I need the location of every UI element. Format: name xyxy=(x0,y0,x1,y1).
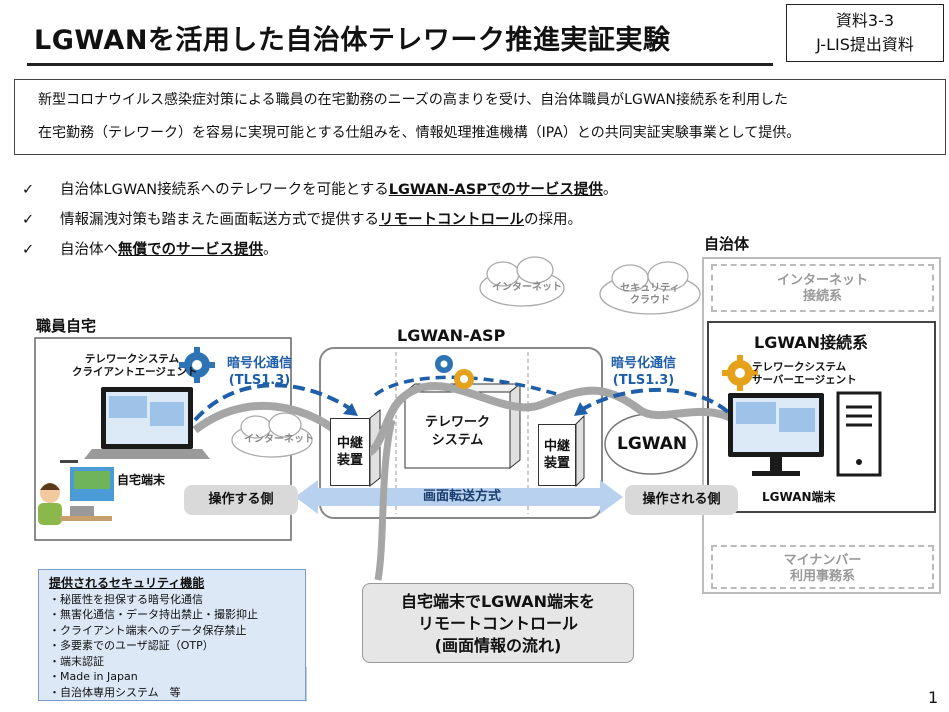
home-terminal-label: 自宅端末 xyxy=(117,473,166,487)
summary-line-1: 新型コロナウイルス感染症対策による職員の在宅勤務のニーズの高まりを受け、自治体職… xyxy=(38,92,788,108)
operated-side-pill: 操作される側 xyxy=(625,485,738,515)
relay-text: 中継 xyxy=(336,436,363,451)
bullet-text: 自治体LGWAN接続系へのテレワークを可能とする xyxy=(60,182,389,198)
callout-line: 自宅端末でLGWAN端末を xyxy=(400,592,596,611)
gear-icon xyxy=(435,355,453,373)
municipality-box xyxy=(702,257,941,594)
title-underline xyxy=(27,63,773,66)
bullet-text-end: の採用。 xyxy=(524,212,582,228)
mynumber-segment-box: マイナンバー 利用事務系 xyxy=(711,545,934,589)
lgwan-segment-box xyxy=(707,321,936,513)
asp-box xyxy=(319,347,603,519)
segment-text: 利用事務系 xyxy=(789,569,855,584)
laptop-icon xyxy=(84,387,210,459)
lgwan-terminal-label: LGWAN端末 xyxy=(762,490,836,504)
doc-tag-number: 資料3-3 xyxy=(835,11,895,30)
bullet-item: ✓ 自治体へ無償でのサービス提供。 xyxy=(22,238,278,259)
asp-label: LGWAN-ASP xyxy=(397,326,506,345)
encryption-text: 暗号化通信 xyxy=(227,356,293,371)
screen-transfer-arrow xyxy=(295,480,623,514)
cloud-internet-left xyxy=(231,412,313,458)
municipality-label: 自治体 xyxy=(704,235,750,253)
check-icon: ✓ xyxy=(22,242,35,258)
bullet-item: ✓ 情報漏洩対策も踏まえた画面転送方式で提供するリモートコントロールの採用。 xyxy=(22,208,582,229)
telework-system-label: テレワーク システム xyxy=(405,414,510,450)
document-tag: 資料3-3 J-LIS提出資料 xyxy=(786,4,944,62)
encryption-text: 暗号化通信 xyxy=(611,356,677,371)
internet-segment-box: インターネット 接続系 xyxy=(711,264,934,312)
segment-text: インターネット xyxy=(776,273,868,288)
security-feature-item: ・端末認証 xyxy=(49,654,104,668)
callout-line: リモートコントロール xyxy=(417,614,578,633)
desktop-pc-icon xyxy=(728,391,882,477)
bullet-emphasis: リモートコントロール xyxy=(379,212,524,228)
security-feature-item: ・無害化通信・データ持出禁止・撮影抑止 xyxy=(49,608,258,621)
bullet-text: 自治体へ xyxy=(60,242,118,258)
relay-right-side xyxy=(575,414,585,488)
tls-version: (TLS1.3) xyxy=(612,373,675,388)
gear-icon xyxy=(454,369,474,389)
bullet-emphasis: 無償でのサービス提供 xyxy=(118,242,263,258)
check-icon: ✓ xyxy=(22,182,35,198)
bullet-text-end: 。 xyxy=(263,242,278,258)
internet-cloud-left-label: インターネット xyxy=(244,434,314,445)
gear-icon xyxy=(179,347,215,383)
lgwan-network-label: LGWAN xyxy=(617,434,688,454)
server-agent-label: テレワークシステム サーバーエージェント xyxy=(752,361,857,386)
security-cloud-label: セキュリティ クラウド xyxy=(620,283,680,306)
summary-line-2: 在宅勤務（テレワーク）を容易に実現可能とする仕組みを、情報処理推進機構（IPA）… xyxy=(38,125,801,141)
security-features-box: 提供されるセキュリティ機能 ・秘匿性を担保する暗号化通信 ・無害化通信・データ持… xyxy=(38,569,306,701)
encrypted-arrow-center xyxy=(373,375,561,397)
segment-text: 接続系 xyxy=(802,289,842,304)
encryption-label-right: 暗号化通信 (TLS1.3) xyxy=(611,355,676,389)
relay-text: 中継 xyxy=(543,439,570,454)
relay-device-right: 中継 装置 xyxy=(538,424,576,486)
security-feature-item: ・秘匿性を担保する暗号化通信 xyxy=(49,592,203,606)
encrypted-arrow-left xyxy=(193,383,357,422)
arrow-head xyxy=(574,402,588,416)
cloud-security xyxy=(599,261,701,315)
lgwan-segment-label: LGWAN接続系 xyxy=(754,333,869,352)
encryption-label-left: 暗号化通信 (TLS1.3) xyxy=(227,355,292,389)
arrow-head xyxy=(343,403,358,416)
telework-system-line: テレワーク xyxy=(424,415,490,430)
screen-flow-line xyxy=(192,382,737,458)
cloud-internet-top xyxy=(479,256,565,307)
check-icon: ✓ xyxy=(22,212,35,228)
callout-line: (画面情報の流れ) xyxy=(434,636,562,655)
security-features-heading: 提供されるセキュリティ機能 xyxy=(49,576,205,590)
relay-text: 装置 xyxy=(543,456,570,471)
security-feature-item: ・クライアント端末へのデータ保存禁止 xyxy=(49,623,247,637)
internet-cloud-top-label: インターネット xyxy=(492,282,562,293)
person-icon xyxy=(38,460,114,525)
client-agent-label: テレワークシステム クライアントエージェント xyxy=(72,353,198,378)
home-label: 職員自宅 xyxy=(36,317,97,335)
bullet-text: 情報漏洩対策も踏まえた画面転送方式で提供する xyxy=(60,212,379,228)
bullet-emphasis: LGWAN-ASPでのサービス提供 xyxy=(388,182,603,198)
encrypted-arrow-right xyxy=(576,387,730,414)
flow-to-callout xyxy=(374,419,396,581)
screen-transfer-label: 画面転送方式 xyxy=(422,489,501,504)
segment-text: マイナンバー xyxy=(783,553,862,568)
relay-text: 装置 xyxy=(336,453,363,468)
relay-device-left: 中継 装置 xyxy=(330,418,370,486)
security-feature-item: ・Made in Japan xyxy=(49,670,138,683)
remote-control-callout: 自宅端末でLGWAN端末を リモートコントロール (画面情報の流れ) xyxy=(362,583,634,663)
tls-version: (TLS1.3) xyxy=(228,373,291,388)
page-number: 1 xyxy=(928,688,939,707)
page-title: LGWANを活用した自治体テレワーク推進実証実験 xyxy=(34,25,671,56)
operator-side-pill: 操作する側 xyxy=(184,485,298,515)
bullet-text-end: 。 xyxy=(602,182,618,198)
security-feature-item: ・自治体専用システム 等 xyxy=(49,685,181,699)
summary-box: 新型コロナウイルス感染症対策による職員の在宅勤務のニーズの高まりを受け、自治体職… xyxy=(14,79,946,155)
doc-tag-source: J-LIS提出資料 xyxy=(816,35,914,54)
telework-system-line: システム xyxy=(431,433,484,448)
bullet-item: ✓ 自治体LGWAN接続系へのテレワークを可能とするLGWAN-ASPでのサービス… xyxy=(22,178,617,199)
gear-icon xyxy=(722,355,758,391)
security-feature-item: ・多要素でのユーザ認証（OTP） xyxy=(49,639,214,652)
